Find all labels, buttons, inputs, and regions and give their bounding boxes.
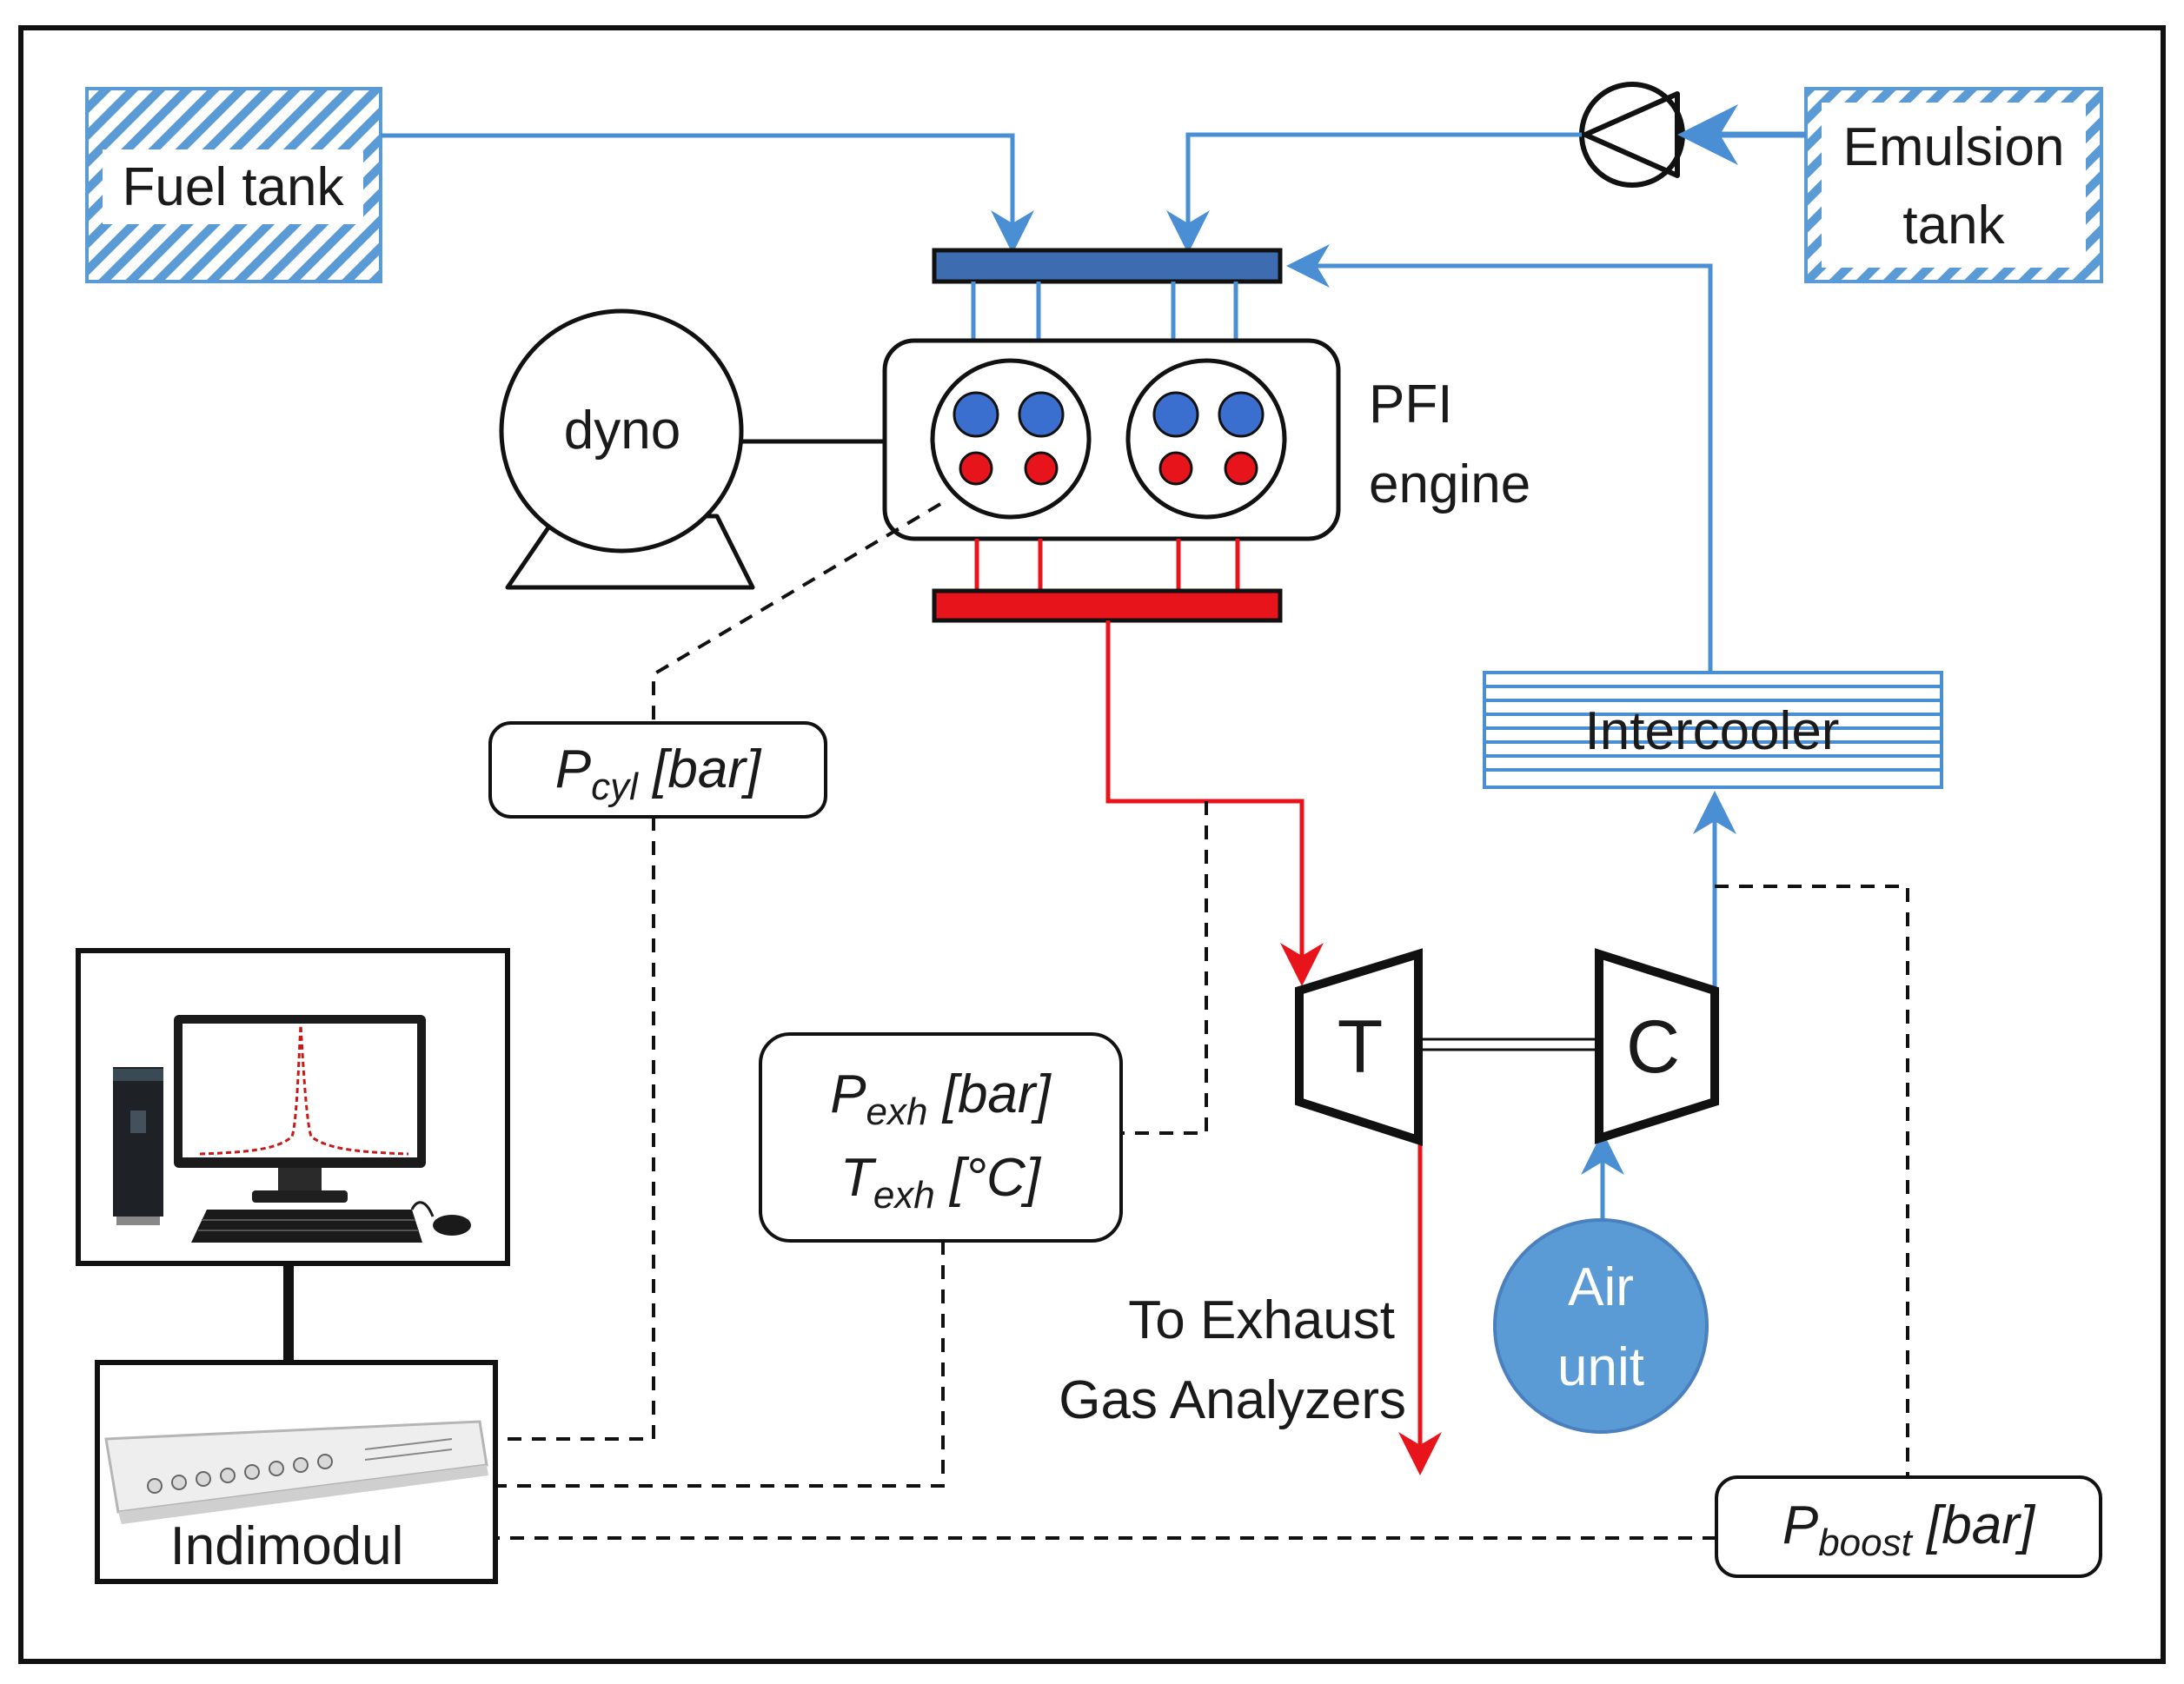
cylinder-1: [930, 358, 1092, 520]
compressor-label: C: [1626, 1005, 1680, 1089]
p-cyl-sensor-box: [488, 721, 827, 819]
exhaust-valve: [1158, 451, 1193, 486]
inlet-valve: [953, 391, 999, 438]
p-exh-t-exh-sensor-box: [759, 1032, 1123, 1243]
turbine: [1295, 948, 1423, 1146]
air-unit-label-1: Air: [1568, 1257, 1634, 1317]
p-cyl-sensor-label: Pcyl [bar]: [555, 739, 762, 808]
dyno-label: dyno: [564, 401, 680, 461]
computer-workstation: [76, 948, 510, 1266]
p-boost-sensor-label: Pboost [bar]: [1782, 1495, 2036, 1564]
exhaust-rail: [932, 588, 1283, 623]
turbine-label: T: [1338, 1005, 1384, 1089]
air-unit: [1493, 1218, 1709, 1434]
intercooler-label: Intercooler: [1585, 701, 1840, 761]
emulsion-tank-label-1: Emulsion: [1843, 117, 2065, 177]
inlet-valve: [1018, 391, 1065, 438]
cylinder-2: [1125, 358, 1287, 520]
fuel-tank: Fuel tank: [85, 87, 382, 283]
indimodul-label: Indimodul: [170, 1516, 404, 1576]
keyboard-icon: [191, 1210, 422, 1243]
emulsion-tank: Emulsion tank: [1804, 87, 2103, 283]
fuel-tank-label: Fuel tank: [122, 157, 344, 217]
inlet-valve: [1152, 391, 1199, 438]
exhaust-note-1: To Exhaust: [1128, 1290, 1395, 1350]
compressor: [1595, 948, 1719, 1144]
inlet-valve: [1218, 391, 1265, 438]
dyno: [499, 308, 885, 590]
t-exh-sensor-label: Texh [°C]: [840, 1148, 1042, 1217]
pump-icon: [1579, 82, 1685, 188]
exhaust-runners: [974, 539, 1240, 591]
engine-label-2: engine: [1369, 454, 1530, 514]
air-unit-label-2: unit: [1557, 1337, 1644, 1397]
exhaust-valve: [1224, 451, 1258, 486]
engine-label-1: PFI: [1369, 375, 1452, 434]
signal-lines: [495, 502, 1909, 1540]
exhaust-valve: [1024, 451, 1059, 486]
p-exh-sensor-label: Pexh [bar]: [830, 1064, 1052, 1133]
p-boost-sensor-box: [1715, 1475, 2102, 1578]
fuel-lines: [381, 104, 1806, 1230]
exhaust-valve: [959, 451, 993, 486]
pfi-engine: [882, 338, 1341, 541]
intercooler: [1483, 671, 1943, 789]
pc-tower-icon: [113, 1067, 163, 1217]
exhaust-note-2: Gas Analyzers: [1059, 1370, 1406, 1430]
pressure-trace-icon: [199, 1024, 409, 1156]
turbo-shaft: [1418, 1038, 1599, 1051]
indimodul: [95, 1360, 498, 1584]
emulsion-tank-label-2: tank: [1902, 196, 2005, 255]
intake-rail: [932, 248, 1283, 284]
intake-runners: [971, 282, 1238, 341]
mouse-icon: [433, 1215, 471, 1236]
